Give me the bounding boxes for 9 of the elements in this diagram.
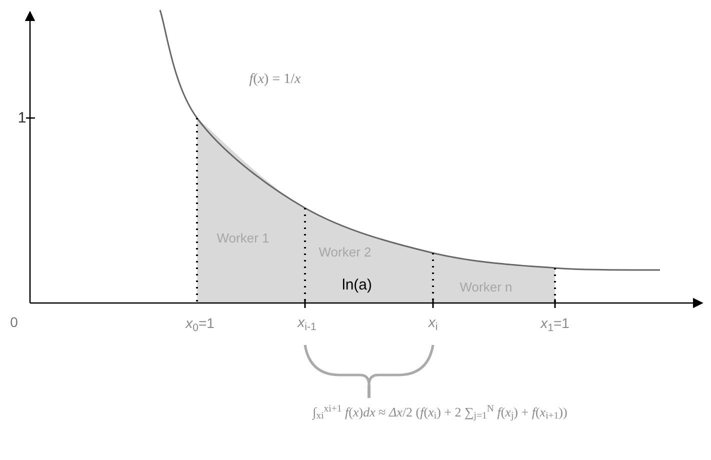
- function-label: f(x) = 1/x: [249, 73, 301, 87]
- axis-label: x$_{i}$: [428, 315, 438, 329]
- axis-label: x$_{0}$=1: [186, 316, 214, 330]
- area-label: ln(a): [342, 278, 372, 292]
- axis-label: x$_{1}$=1: [540, 316, 570, 330]
- tick-label: 1: [18, 110, 26, 126]
- origin-label: 0: [10, 315, 18, 329]
- axis-label: x$_{i-1}$: [298, 315, 316, 329]
- formula-text: ∫$_{xi}$$^{xi+1}$ f(x)dx ≈ Δx/2 (f(x$_{i}$) + 2 ∑$_{j=1}$$^{N}$ f(x$_{j}$) + f(x$_{i+1}$)): [312, 406, 568, 418]
